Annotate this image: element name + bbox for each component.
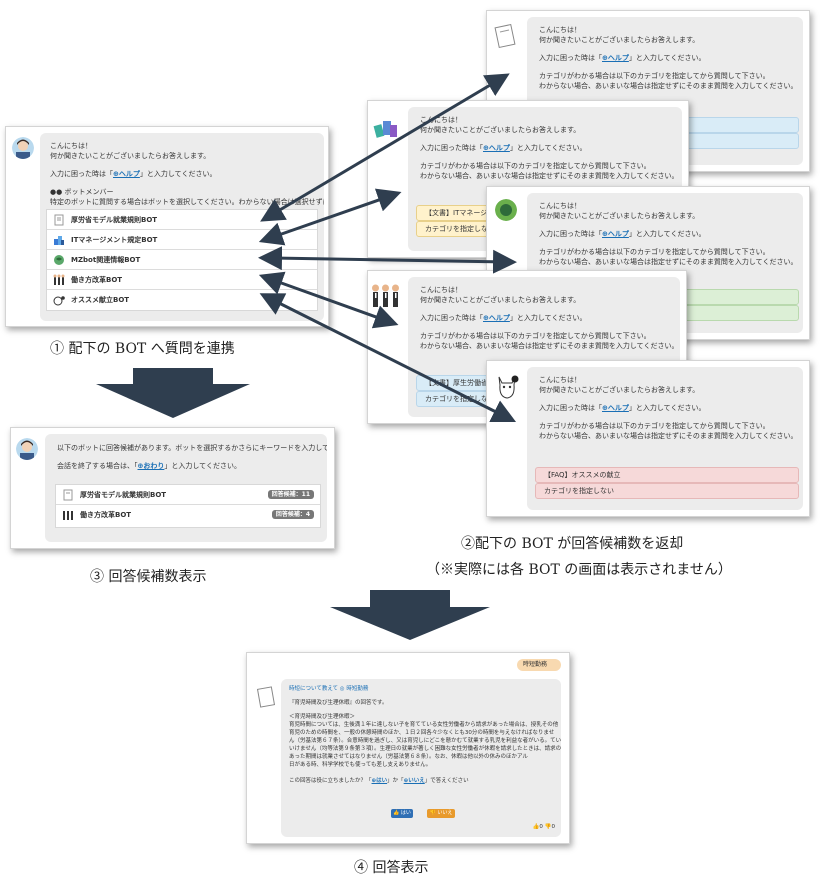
help-link[interactable]: ⊕ヘルプ [113,170,140,178]
document-bot-avatar [493,23,519,49]
screenshot-answer: 時短勤務 時短について教えて ◎ 時短勤務 『育児時間及び生理休暇』の回答です。… [246,652,570,844]
caption-step1: ① 配下の BOT へ質問を連携 [50,341,235,357]
answer-line: 育児のための時間を、一般の休憩時間のほか、１日２回各々少なくとも30分の時間を与… [289,730,555,736]
category-text-1: カテゴリがわかる場合は以下のカテゴリを指定してから質問して下さい。 [420,162,651,170]
bot-item-mzbot[interactable]: MZbot関連情報BOT [47,250,317,270]
arrow-to-it-bot [258,188,402,246]
bot-item-it[interactable]: ITマネージメント規定BOT [47,230,317,250]
down-arrow-2 [330,590,490,640]
bot-item-kourou[interactable]: 厚労省モデル就業規則BOT [47,210,317,230]
arrow-to-document-bot [260,73,510,222]
help-text: 入力に困った時は「⊕ヘルプ」と入力してください。 [539,54,706,62]
answer-query: 時短について教えて ◎ 時短勤務 [289,686,369,692]
members-desc: 特定のボットに質問する場合はボットを選択してください。わからない場合は選択せずに… [50,198,324,206]
no-button[interactable]: 👎 いいえ [427,809,455,818]
help-link[interactable]: ⊕ヘルプ [602,404,629,412]
arrow-to-mzbot [258,246,517,274]
people-icon [53,234,65,246]
arrow-to-kondate-bot [259,293,517,423]
screenshot-candidates: 以下のボットに回答候補があります。ボットを選択するかさらにキーワードを入力してく… [10,427,335,549]
category-option-faq[interactable]: 【FAQ】オススメの献立 [535,467,799,483]
document-bot-avatar [255,685,279,709]
help-text: 入力に困った時は「⊕ヘルプ」と入力してください。 [50,170,217,178]
answer-line: ん（労基法第６７条）。合意時間を過ぎし、又は育児しにどこを懸かむて就業する乳児を… [289,738,561,744]
answer-heading: ＜育児時間及び生理休暇＞ [289,714,356,720]
document-icon [62,489,74,501]
answer-line: あった期間は就業させてはなりません（労基法第６８条）。なお、休暇は他以外の休みの… [289,754,528,760]
end-link[interactable]: ⊕おわり [137,462,165,470]
members-label: ●● ボットメンバー [50,188,114,196]
greeting-text: こんにちは！ [420,286,462,294]
help-link[interactable]: ⊕ヘルプ [602,54,629,62]
vote-count: 👍0 👎0 [532,824,555,830]
category-text-2: わからない場合、あいまいな場合は指定せずにそのまま質問を入力してください。 [420,342,679,350]
category-text-1: カテゴリがわかる場合は以下のカテゴリを指定してから質問して下さい。 [420,332,651,340]
workers-icon [62,509,74,521]
caption-step3: ③ 回答候補数表示 [90,569,207,585]
document-icon [53,214,65,226]
help-text: 入力に困った時は「⊕ヘルプ」と入力してください。 [539,404,706,412]
caption-step2-note: （※実際には各 BOT の画面は表示されません） [426,562,732,578]
operator-avatar [16,438,38,460]
answer-bubble: 時短について教えて ◎ 時短勤務 『育児時間及び生理休暇』の回答です。 ＜育児時… [281,679,561,837]
yes-link[interactable]: ⊕はい [371,778,388,784]
category-text-2: わからない場合、あいまいな場合は指定せずにそのまま質問を入力してください。 [539,432,798,440]
answer-tag: 時短勤務 [517,659,561,671]
end-text: 会話を終了する場合は、「⊕おわり」と入力してください。 [57,462,241,470]
candidate-count-badge: 回答候補：4 [271,510,314,519]
helpful-question: この回答は役に立ちましたか？「⊕はい」か「⊕いいえ」で答えください [289,778,469,784]
greeting-text: こんにちは！ [539,202,581,210]
greeting-text: こんにちは！ [50,142,92,150]
answer-line: 育児時間については、生後満１年に達しない子を育てている女性労働者から請求があった… [289,722,559,728]
category-option-none-faq[interactable]: カテゴリを指定しない [535,483,799,499]
down-arrow-1 [96,368,250,418]
category-text-2: わからない場合、あいまいな場合は指定せずにそのまま質問を入力してください。 [539,258,798,266]
ask-text: 何か聞きたいことがございましたらお答えします。 [539,212,700,220]
no-link[interactable]: ⊕いいえ [403,778,425,784]
caption-step4: ④ 回答表示 [354,860,429,876]
globe-icon [53,254,65,266]
arrow-to-labor-bot [258,271,399,329]
kondate-bot-bubble: こんにちは！ 何か聞きたいことがございましたらお答えします。 入力に困った時は「… [527,367,803,510]
operator-avatar [12,137,34,159]
cat-icon [53,294,65,306]
category-text-1: カテゴリがわかる場合は以下のカテゴリを指定してから質問して下さい。 [539,248,770,256]
help-link[interactable]: ⊕ヘルプ [602,230,629,238]
members-icon: ●● [50,188,63,196]
screenshot-subbot-kondate: こんにちは！ 何か聞きたいことがございましたらお答えします。 入力に困った時は「… [486,360,810,517]
candidates-bubble: 以下のボットに回答候補があります。ボットを選択するかさらにキーワードを入力してく… [45,434,327,542]
answer-line: 日がある時、科学学校でも使っても差し支えありません。 [289,762,432,768]
category-text-1: カテゴリがわかる場合は以下のカテゴリを指定してから質問して下さい。 [539,422,770,430]
answer-source: 『育児時間及び生理休暇』の回答です。 [289,700,388,706]
bot-item-kondate[interactable]: オススメ献立BOT [47,290,317,309]
ask-text: 何か聞きたいことがございましたらお答えします。 [539,386,700,394]
category-text-2: わからない場合、あいまいな場合は指定せずにそのまま質問を入力してください。 [539,82,798,90]
candidate-count-badge: 回答候補：11 [267,490,314,499]
greeting-text: こんにちは！ [539,26,581,34]
category-text-1: カテゴリがわかる場合は以下のカテゴリを指定してから質問して下さい。 [539,72,770,80]
bot-item-hatarakikata[interactable]: 働き方改革BOT [47,270,317,290]
candidates-intro: 以下のボットに回答候補があります。ボットを選択するかさらにキーワードを入力してく… [57,444,327,452]
ask-text: 何か聞きたいことがございましたらお答えします。 [539,36,700,44]
workers-icon [53,274,65,286]
answer-line: いけません（均等法第９条第３項）。生理日の就業が著しく困難な女性労働者が休暇を請… [289,746,561,752]
greeting-text: こんにちは！ [539,376,581,384]
yes-button[interactable]: 👍 はい [391,809,413,818]
ask-text: 何か聞きたいことがございましたらお答えします。 [50,152,211,160]
caption-step2: ②配下の BOT が回答候補数を返却 [461,536,684,552]
help-text: 入力に困った時は「⊕ヘルプ」と入力してください。 [539,230,706,238]
category-text-2: わからない場合、あいまいな場合は指定せずにそのまま質問を入力してください。 [420,172,679,180]
